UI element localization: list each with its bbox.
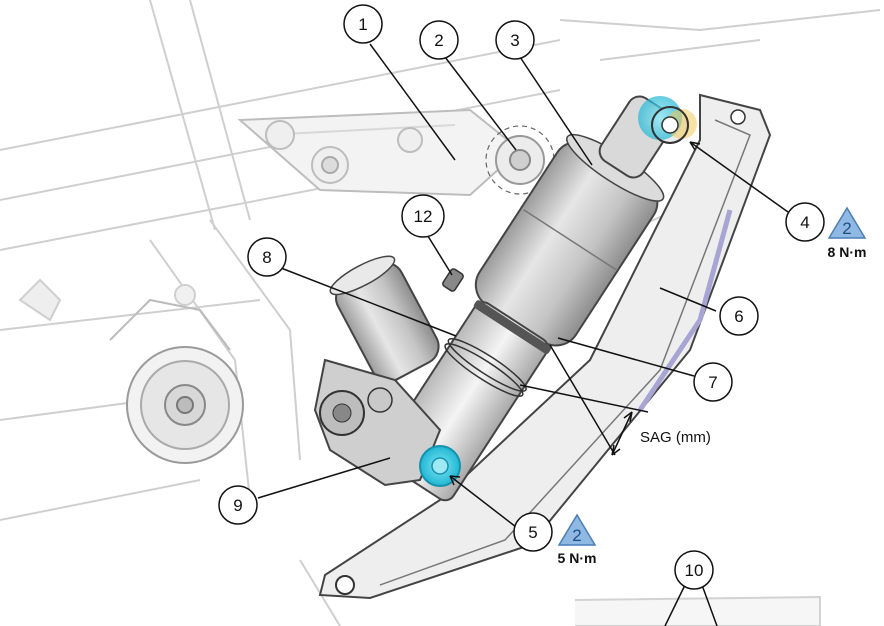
svg-text:2: 2	[434, 31, 443, 50]
svg-text:9: 9	[233, 496, 242, 515]
torque-step-triangle-icon	[557, 513, 597, 546]
svg-text:10: 10	[685, 561, 704, 580]
torque-value-upper: 8 N·m	[828, 244, 867, 260]
svg-text:8: 8	[262, 248, 271, 267]
callout-10: 10	[674, 550, 714, 590]
callout-4: 4	[785, 202, 825, 242]
callout-9: 9	[218, 485, 258, 525]
torque-step-triangle-icon	[827, 206, 867, 239]
callout-1: 1	[343, 4, 383, 44]
svg-text:3: 3	[510, 31, 519, 50]
torque-marker-lower: 2 5 N·m	[557, 513, 597, 566]
sag-dimension	[519, 344, 649, 456]
callout-7: 7	[693, 362, 733, 402]
svg-text:12: 12	[414, 207, 433, 226]
callout-3: 3	[495, 20, 535, 60]
upper-mount-bolt-highlight	[638, 96, 697, 144]
torque-marker-upper: 2 8 N·m	[827, 206, 867, 260]
torque-value-lower: 5 N·m	[558, 550, 597, 566]
callout-2: 2	[419, 20, 459, 60]
svg-text:4: 4	[800, 213, 809, 232]
callout-6: 6	[719, 296, 759, 336]
callout-5: 5	[513, 512, 553, 552]
swing-link	[318, 93, 772, 600]
svg-text:2: 2	[572, 526, 581, 545]
svg-text:1: 1	[358, 15, 367, 34]
leader-lines	[257, 43, 789, 626]
callout-8: 8	[247, 237, 287, 277]
svg-text:6: 6	[734, 307, 743, 326]
svg-text:5: 5	[528, 523, 537, 542]
sag-label: SAG (mm)	[640, 429, 711, 446]
callout-12: 12	[401, 194, 445, 238]
svg-text:2: 2	[842, 219, 851, 238]
svg-text:7: 7	[708, 373, 717, 392]
rear-shock	[313, 95, 689, 502]
